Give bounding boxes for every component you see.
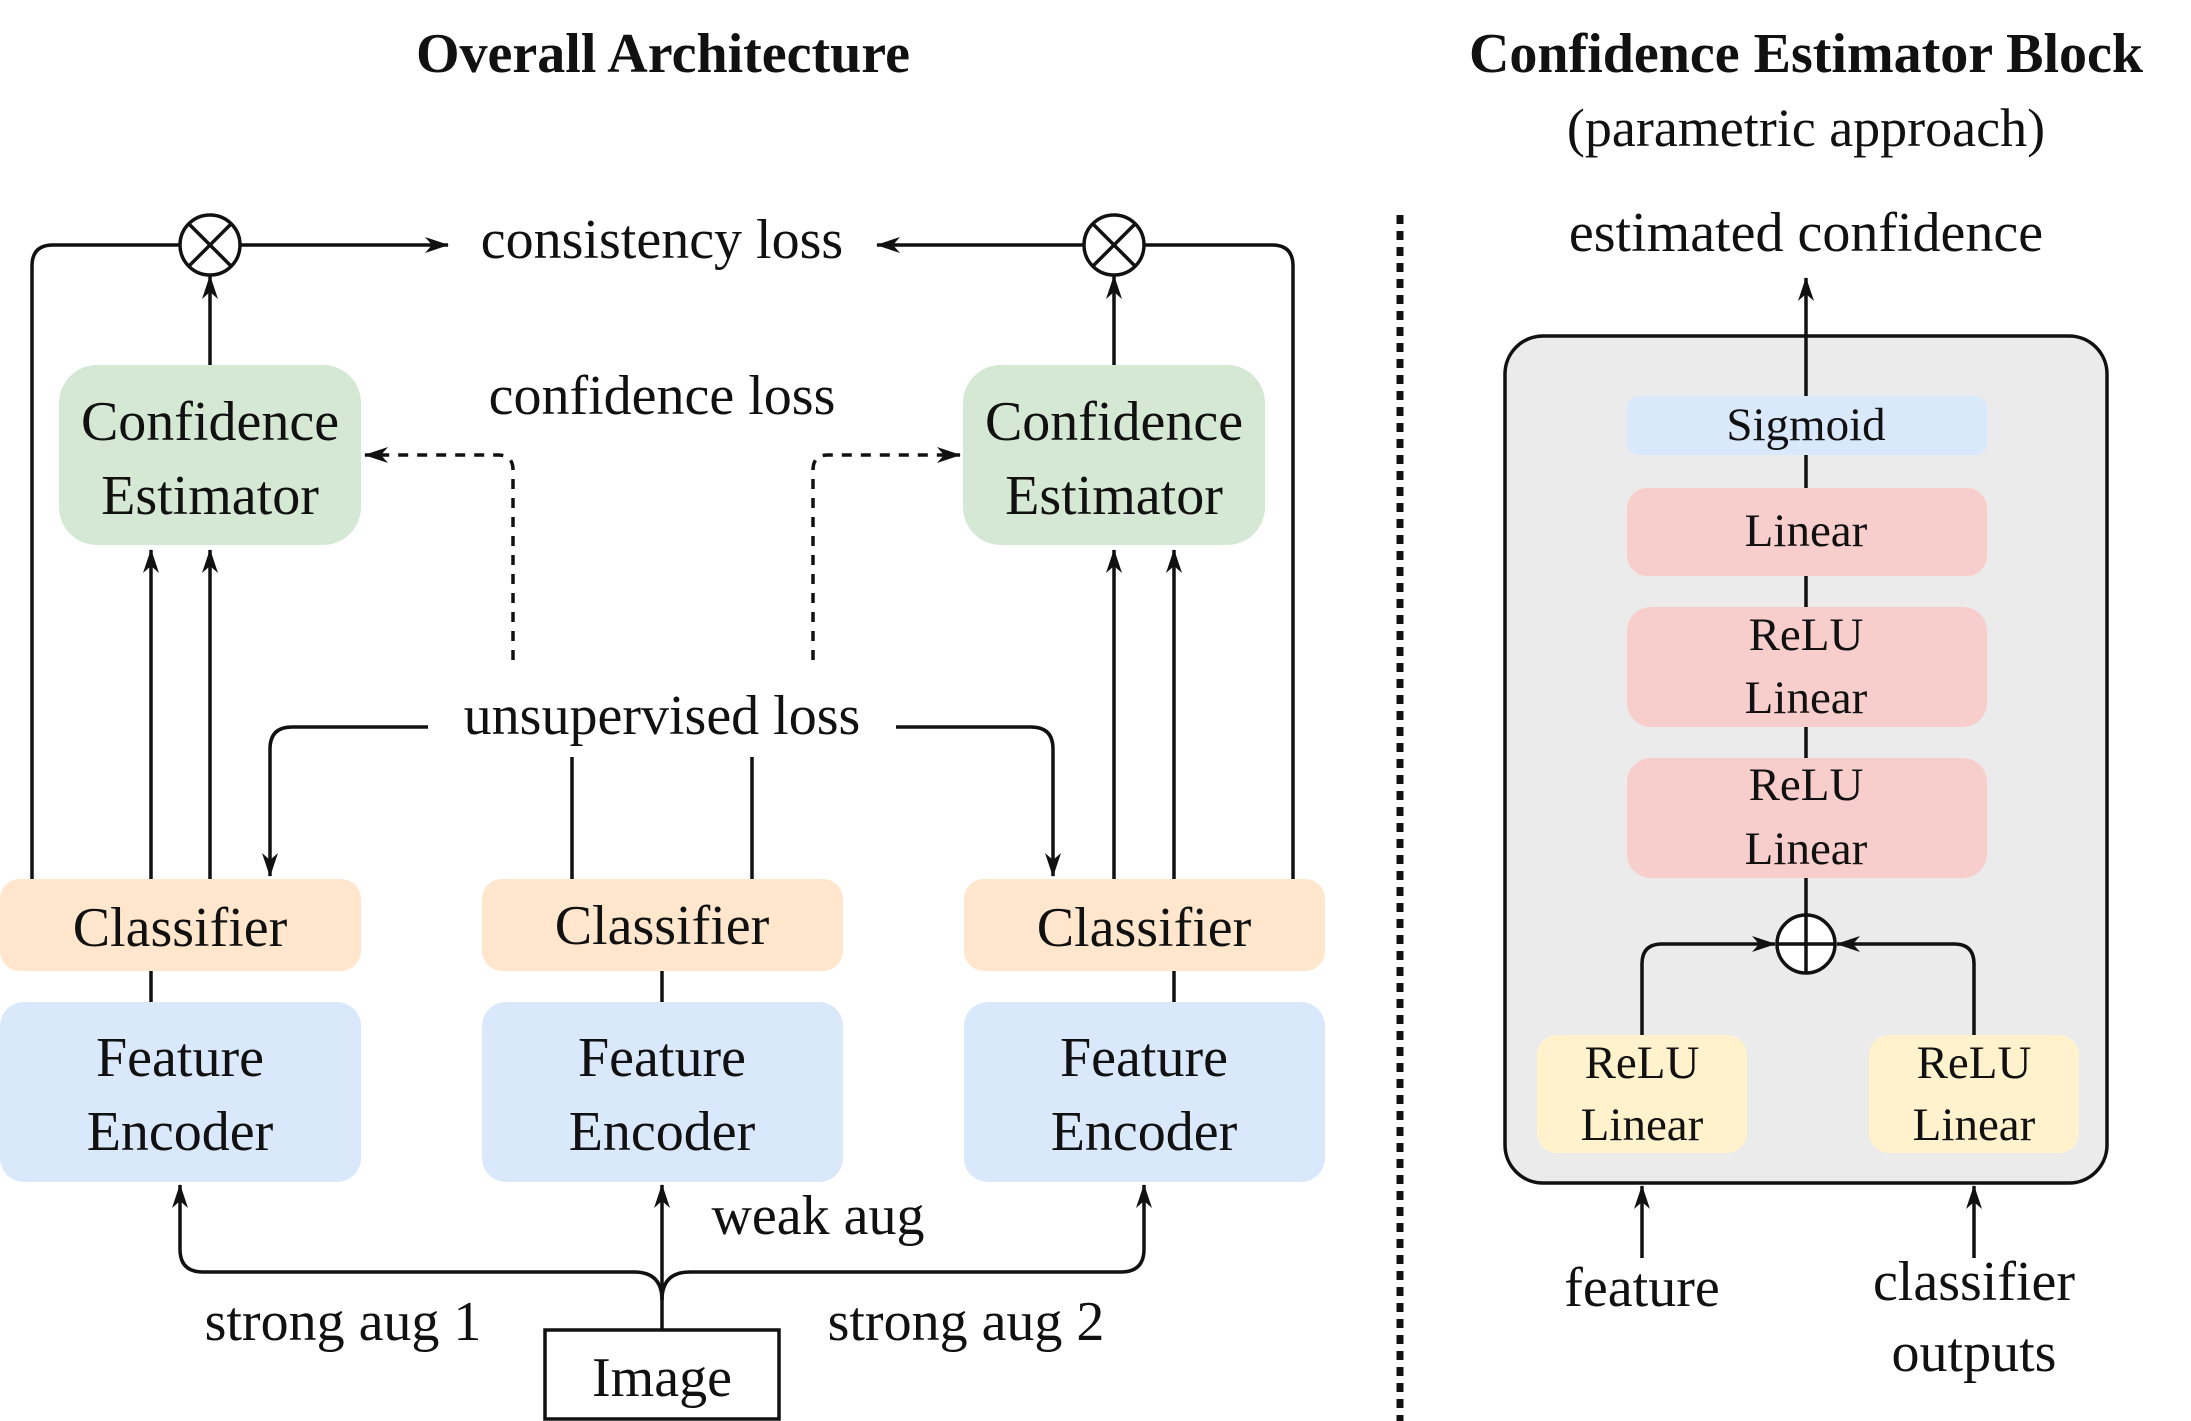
strong-aug-2-label: strong aug 2	[828, 1291, 1105, 1353]
classifier-left-label: Classifier	[73, 897, 288, 959]
linear-top-label: Linear	[1745, 505, 1868, 557]
relu-linear-layer-1: ReLU Linear	[1627, 607, 1987, 727]
estimated-confidence-label: estimated confidence	[1569, 202, 2043, 264]
feature-encoder-middle-line2: Encoder	[569, 1101, 756, 1163]
feature-branch-layer: ReLU Linear	[1537, 1035, 1747, 1153]
classifier-to-multiply-loop-right	[1144, 243, 1295, 879]
relu-linear-2-relu: ReLU	[1749, 759, 1864, 811]
feature-branch-relu: ReLU	[1585, 1037, 1700, 1089]
right-title: Confidence Estimator Block	[1469, 23, 2144, 85]
multiply-node-left	[178, 213, 242, 277]
image-input-label: Image	[592, 1347, 732, 1409]
relu-linear-1-relu: ReLU	[1749, 609, 1864, 661]
feature-encoder-middle: Feature Encoder	[482, 1002, 843, 1182]
feature-encoder-left: Feature Encoder	[0, 1002, 361, 1182]
relu-linear-1-linear: Linear	[1745, 672, 1868, 724]
classifier-outputs-label-line2: outputs	[1892, 1322, 2057, 1384]
weak-aug-label: weak aug	[711, 1185, 924, 1247]
left-title: Overall Architecture	[416, 23, 910, 85]
multiply-node-right	[1082, 213, 1146, 277]
feature-encoder-right: Feature Encoder	[964, 1002, 1325, 1182]
feature-encoder-left-line2: Encoder	[87, 1101, 274, 1163]
unsupervised-loss-arrow-left	[262, 725, 428, 877]
classifier-branch-to-add-arrow	[1836, 936, 1976, 1035]
feature-encoder-middle-line1: Feature	[578, 1027, 746, 1089]
image-input-box: Image	[543, 1328, 781, 1421]
unsupervised-loss-arrow-right	[896, 725, 1061, 877]
classifier-branch-linear: Linear	[1913, 1099, 2036, 1151]
sigmoid-label: Sigmoid	[1726, 399, 1885, 451]
classifier-outputs-label-line1: classifier	[1873, 1251, 2075, 1313]
relu-linear-layer-2: ReLU Linear	[1627, 758, 1987, 878]
feature-encoder-right-line2: Encoder	[1051, 1101, 1238, 1163]
classifier-middle: Classifier	[482, 879, 843, 971]
classifier-branch-layer: ReLU Linear	[1869, 1035, 2079, 1153]
confidence-estimator-left: Confidence Estimator	[59, 365, 361, 545]
strong-aug-1-label: strong aug 1	[205, 1291, 482, 1353]
classifier-right: Classifier	[964, 879, 1325, 971]
feature-branch-to-add-arrow	[1640, 936, 1776, 1035]
classifier-left: Classifier	[0, 879, 361, 971]
unsupervised-loss-label: unsupervised loss	[464, 685, 861, 747]
classifier-middle-label: Classifier	[555, 895, 770, 957]
consistency-loss-label: consistency loss	[481, 209, 843, 271]
right-subtitle: (parametric approach)	[1567, 98, 2045, 158]
sigmoid-layer: Sigmoid	[1627, 396, 1987, 455]
strong-aug-1-arrow	[172, 1184, 664, 1301]
feature-encoder-right-line1: Feature	[1060, 1027, 1228, 1089]
confidence-estimator-left-line2: Estimator	[101, 465, 319, 527]
confidence-loss-label: confidence loss	[489, 365, 836, 427]
relu-linear-2-linear: Linear	[1745, 823, 1868, 875]
confidence-estimator-right-line2: Estimator	[1005, 465, 1223, 527]
feature-input-label: feature	[1564, 1257, 1719, 1319]
feature-encoder-left-line1: Feature	[96, 1027, 264, 1089]
classifier-to-multiply-loop-left	[30, 243, 180, 879]
confidence-estimator-right: Confidence Estimator	[963, 365, 1265, 545]
add-node	[1775, 913, 1837, 975]
linear-layer-top: Linear	[1627, 488, 1987, 576]
confidence-loss-arrow-left	[364, 447, 515, 660]
confidence-estimator-right-line1: Confidence	[985, 391, 1243, 453]
classifier-branch-relu: ReLU	[1917, 1037, 2032, 1089]
confidence-estimator-left-line1: Confidence	[81, 391, 339, 453]
strong-aug-2-arrow	[660, 1184, 1152, 1301]
feature-branch-linear: Linear	[1581, 1099, 1704, 1151]
classifier-right-label: Classifier	[1037, 897, 1252, 959]
confidence-loss-arrow-right	[811, 447, 961, 660]
